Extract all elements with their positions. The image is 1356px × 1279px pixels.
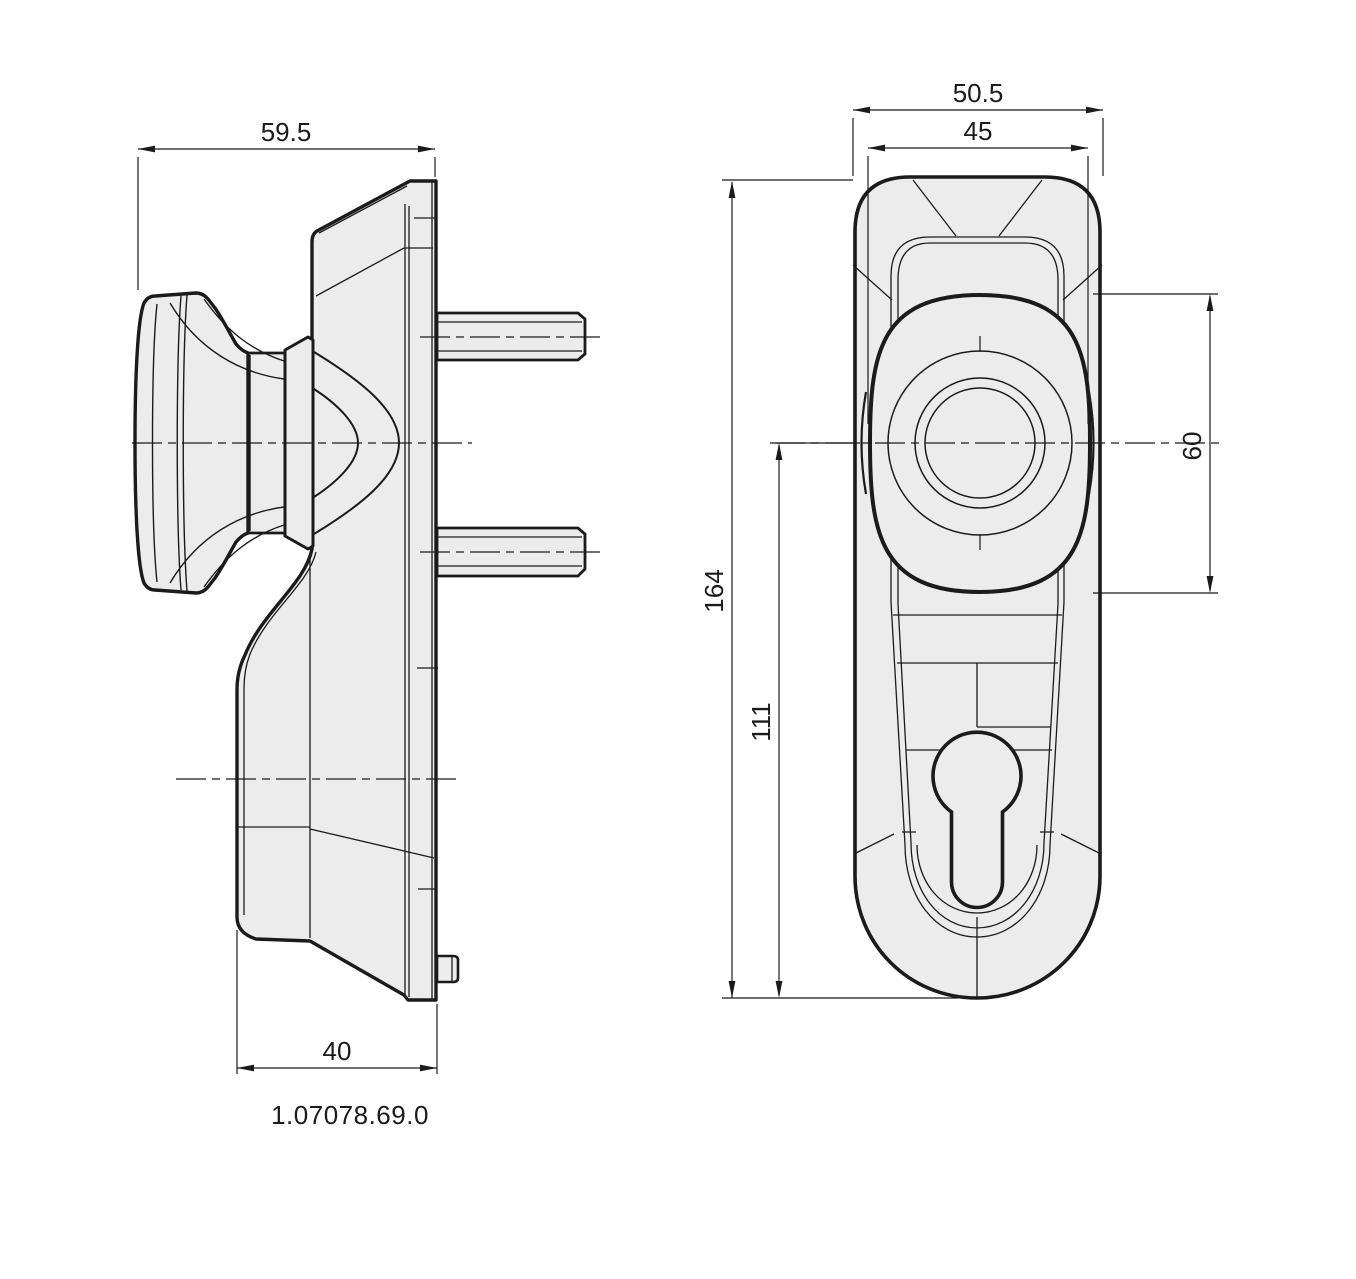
recess-contour-outer: [890, 236, 1065, 938]
recess-contour-inner: [897, 242, 1059, 929]
keyhole: [931, 730, 1023, 910]
arrow-up: [728, 181, 736, 198]
arrow-up: [1206, 294, 1214, 311]
dimension-front-knob-width: 45: [867, 116, 1089, 424]
arrow-right: [1086, 106, 1103, 114]
arrow-right: [420, 1064, 437, 1072]
side-view: 59.5 40 1.07078.69.0: [132, 117, 600, 1130]
arrow-down: [728, 981, 736, 998]
dim-extension-lines: [852, 118, 1104, 176]
bottom-tab: [435, 954, 460, 984]
corner-chamfer-lines: [852, 179, 1103, 854]
arrow-left: [868, 144, 885, 152]
arrow-right: [1071, 144, 1088, 152]
front-view: 50.5 45 164 111: [699, 78, 1222, 1000]
dim-extension-lines: [867, 156, 1089, 424]
dimension-front-knob-height: 60: [1093, 293, 1218, 594]
dim-value: 45: [964, 116, 993, 146]
dimension-front-plate-width: 50.5: [852, 78, 1104, 176]
arrow-left: [138, 145, 155, 153]
arrow-down: [1206, 576, 1214, 593]
dim-value: 50.5: [953, 78, 1004, 108]
dim-value: 59.5: [261, 117, 312, 147]
dim-extension-lines: [1093, 293, 1218, 594]
dimension-front-centre-to-bottom: 111: [746, 442, 860, 998]
dim-extension-lines: [722, 179, 958, 999]
dim-extension-lines: [137, 157, 436, 290]
arrow-down: [775, 981, 783, 998]
dimension-side-base-depth: 40: [236, 930, 438, 1074]
side-centerlines: [132, 336, 600, 780]
dim-value: 164: [699, 569, 729, 612]
arrow-left: [853, 106, 870, 114]
side-plate-detail-lines: [237, 181, 438, 1000]
stud-thread-lines: [437, 321, 582, 567]
part-number-label: 1.07078.69.0: [271, 1100, 429, 1130]
dim-value: 60: [1177, 432, 1207, 461]
dimension-side-overall-depth: 59.5: [137, 117, 436, 290]
dim-value: 40: [323, 1036, 352, 1066]
arrow-right: [418, 145, 435, 153]
recess-bottom-arc: [916, 844, 1038, 914]
arrow-up: [775, 443, 783, 460]
dim-value: 111: [746, 702, 776, 742]
arrow-left: [237, 1064, 254, 1072]
dim-extension-lines: [236, 930, 438, 1074]
side-plate-outline: [235, 179, 438, 1002]
dimension-front-plate-height: 164: [699, 179, 958, 999]
